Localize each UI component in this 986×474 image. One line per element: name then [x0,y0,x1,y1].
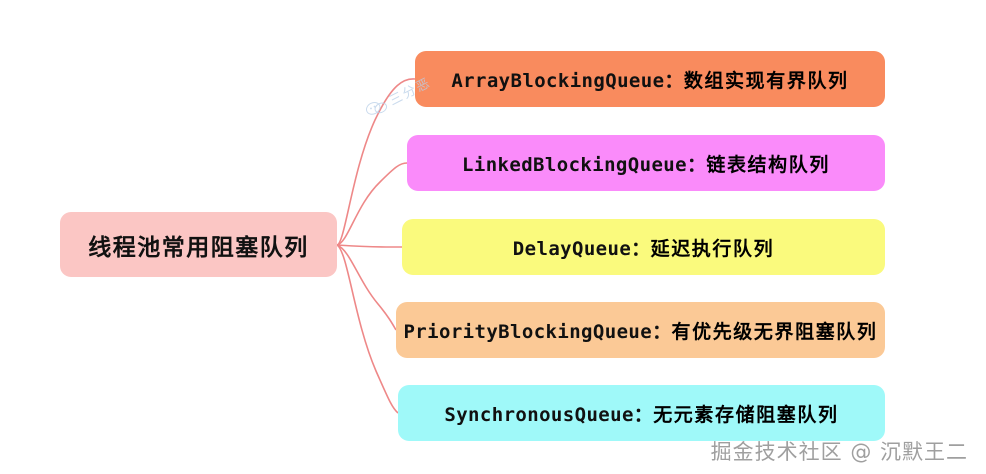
branch-node-code-label: DelayQueue： [512,237,651,260]
branch-node-synchronous-queue[interactable]: SynchronousQueue：无元素存储阻塞队列 [398,385,885,441]
branch-node-linked-blocking-queue[interactable]: LinkedBlockingQueue：链表结构队列 [407,135,885,191]
corner-watermark: 掘金技术社区 @ 沉默王二 [710,440,968,464]
edge-to-branch-3 [336,244,397,331]
branch-node-code-label: SynchronousQueue： [444,403,654,426]
diagonal-watermark: 三分恶 [362,72,434,121]
branch-node-code-label: PriorityBlockingQueue： [403,320,672,343]
branch-node-desc-label: 延迟执行队列 [650,237,775,260]
branch-node-code-label: ArrayBlockingQueue： [451,69,684,92]
branch-node-delay-queue[interactable]: DelayQueue：延迟执行队列 [402,219,885,275]
branch-node-code-label: LinkedBlockingQueue： [462,153,707,176]
edge-to-branch-2 [336,244,402,248]
wechat-icon [365,102,388,115]
edge-to-branch-4 [336,244,399,414]
branch-node-desc-label: 链表结构队列 [706,153,830,176]
branch-node-array-blocking-queue[interactable]: ArrayBlockingQueue：数组实现有界队列 [415,51,885,107]
root-node-label: 线程池常用阻塞队列 [88,233,309,261]
branch-node-priority-blocking-queue[interactable]: PriorityBlockingQueue：有优先级无界阻塞队列 [396,302,885,358]
branch-node-desc-label: 有优先级无界阻塞队列 [671,320,878,343]
root-node[interactable]: 线程池常用阻塞队列 [60,212,337,277]
branch-node-desc-label: 无元素存储阻塞队列 [653,403,839,426]
edge-to-branch-1 [336,162,408,246]
branch-node-desc-label: 数组实现有界队列 [683,69,849,92]
